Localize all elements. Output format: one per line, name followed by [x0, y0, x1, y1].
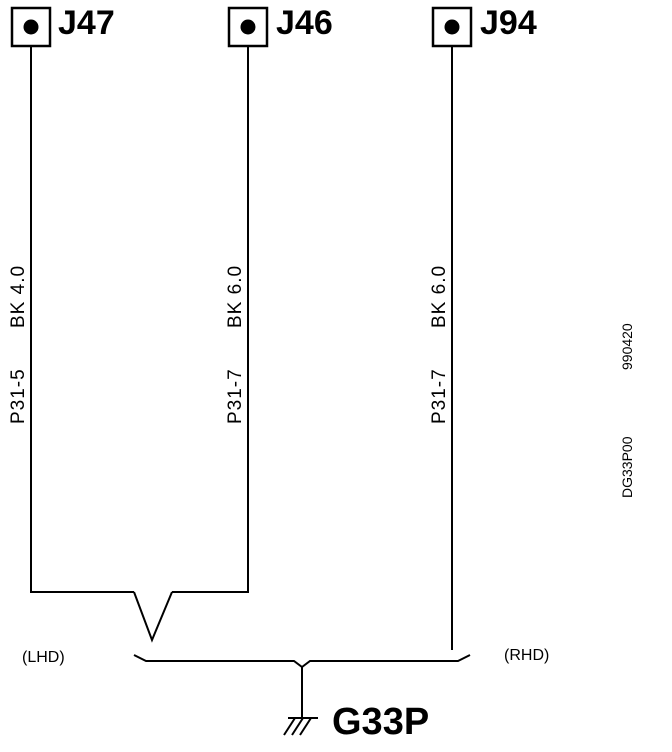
connector-j47: J47	[10, 4, 115, 48]
variant-brace	[133, 654, 471, 718]
ground-icon	[283, 717, 318, 736]
connector-j46: J46	[227, 4, 333, 48]
figure-id: DG33P00	[619, 436, 635, 498]
connector-j47-pin-icon	[23, 19, 39, 35]
wire-code-j94: P31-7	[429, 368, 450, 424]
revision-code: 990420	[619, 323, 635, 370]
variant-right-label: (RHD)	[504, 647, 549, 664]
connector-j46-label: J46	[276, 4, 333, 42]
variant-brace-line	[133, 654, 471, 669]
connector-j47-label: J47	[58, 4, 115, 42]
wire-spec-j94: BK 6.0	[429, 265, 450, 328]
wire-spec-j47: BK 4.0	[8, 265, 29, 328]
wires	[30, 46, 453, 650]
variant-left-label: (LHD)	[22, 649, 65, 666]
connector-j94-pin-icon	[444, 19, 460, 35]
wire-j47	[30, 46, 134, 593]
wire-merge-junction	[133, 591, 173, 643]
connector-j94-label: J94	[480, 4, 537, 42]
ground-label: G33P	[332, 701, 429, 743]
connector-j46-pin-icon	[240, 19, 256, 35]
wire-label-j94: P31-7 BK 6.0	[429, 265, 450, 424]
wire-code-j47: P31-5	[8, 368, 29, 424]
wire-j46	[172, 46, 249, 593]
wire-label-j47: P31-5 BK 4.0	[8, 265, 29, 424]
connector-j94: J94	[431, 4, 537, 48]
wire-label-j46: P31-7 BK 6.0	[225, 265, 246, 424]
wire-code-j46: P31-7	[225, 368, 246, 424]
doc-code-block: DG33P00 990420	[619, 323, 635, 498]
wire-spec-j46: BK 6.0	[225, 265, 246, 328]
